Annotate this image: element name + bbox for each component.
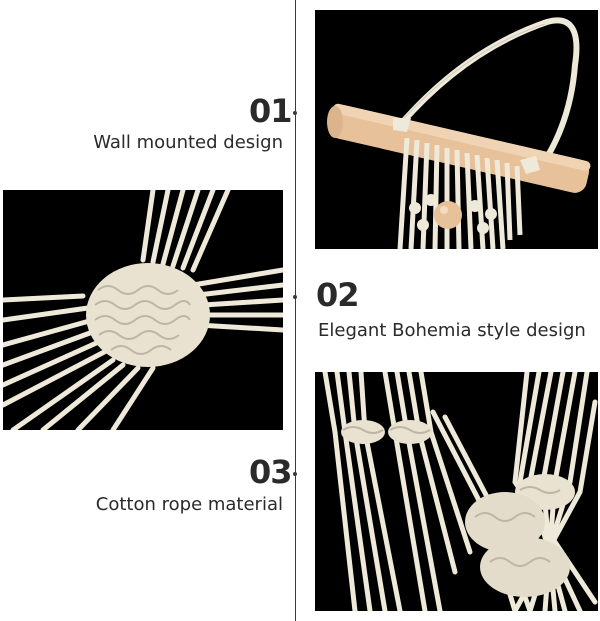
knot-closeup-image	[3, 190, 283, 430]
vertical-divider	[295, 0, 296, 621]
feature-caption-03: Cotton rope material	[95, 494, 283, 515]
divider-dot-1	[293, 111, 297, 115]
divider-dot-3	[293, 472, 297, 476]
feature-number-02: 02	[316, 276, 360, 314]
rod-hanger-image	[315, 10, 598, 249]
feature-caption-02: Elegant Bohemia style design	[318, 320, 586, 341]
net-closeup-image	[315, 372, 598, 611]
feature-caption-01: Wall mounted design	[93, 132, 283, 153]
knot-closeup-photo	[3, 190, 283, 430]
feature-number-01: 01	[249, 92, 293, 130]
net-closeup-photo	[315, 372, 598, 611]
rod-hanger-photo	[315, 10, 598, 249]
feature-number-03: 03	[249, 453, 293, 491]
divider-dot-2	[293, 295, 297, 299]
